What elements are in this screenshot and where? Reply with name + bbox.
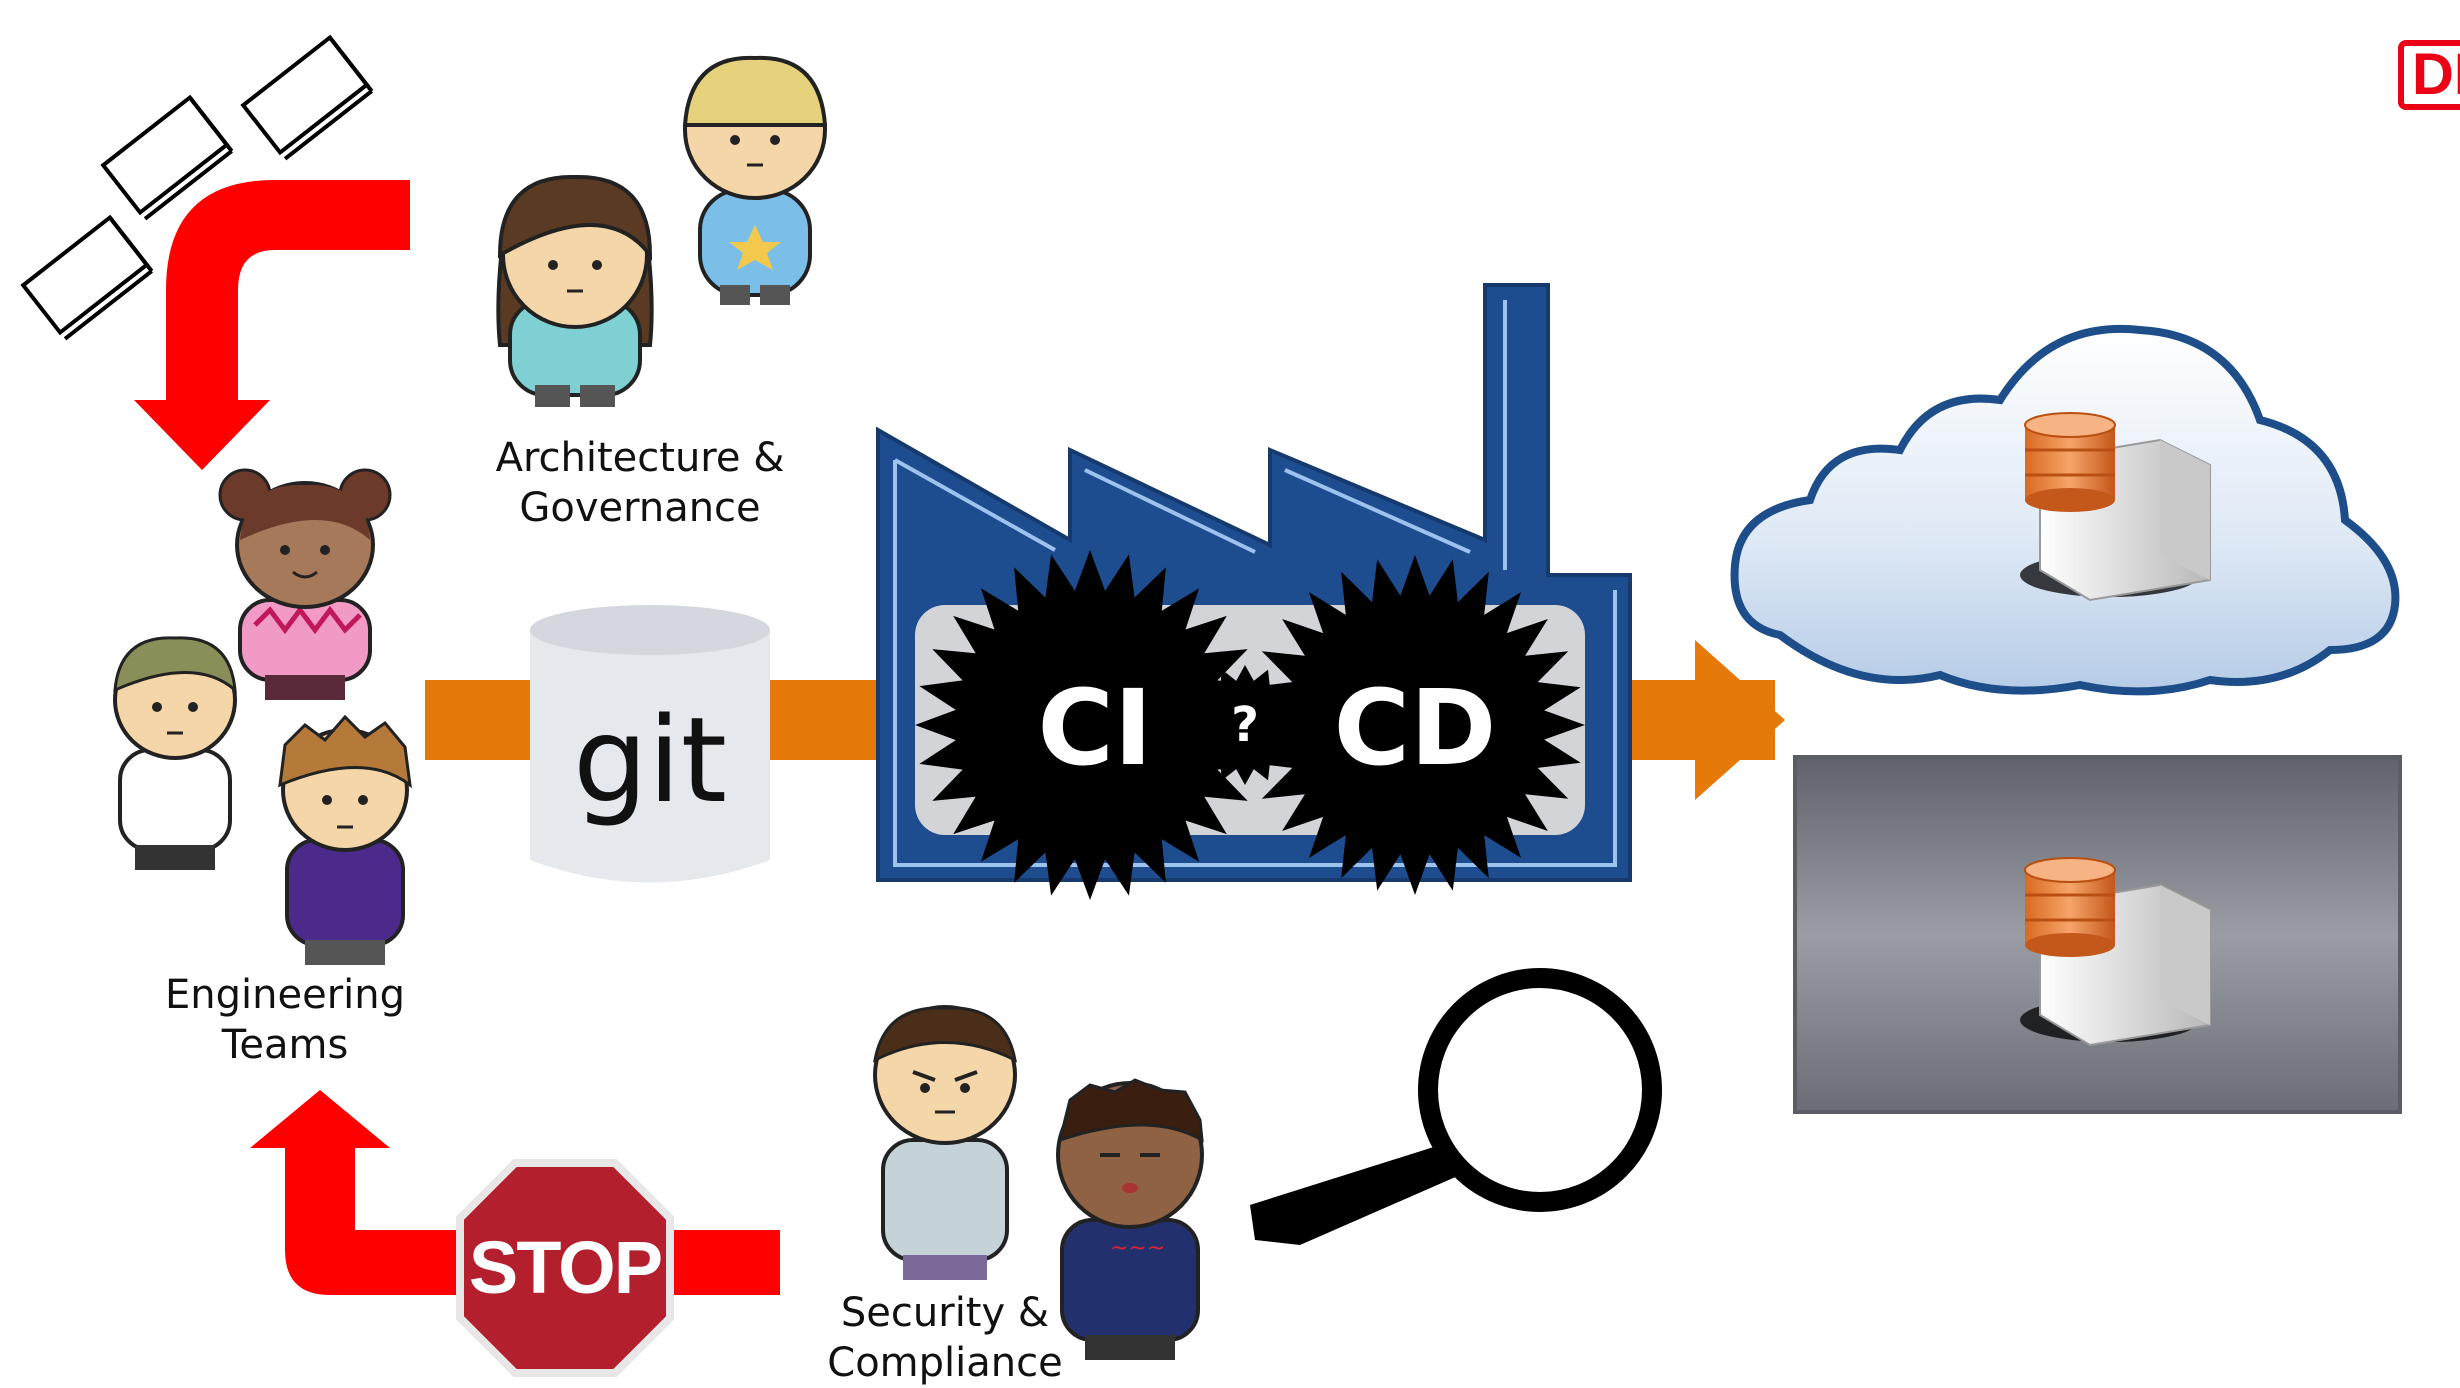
documents-icon <box>20 34 374 341</box>
db-logo-text: DB <box>2398 40 2460 110</box>
stop-sign-icon <box>456 1159 674 1377</box>
db-logo: DB <box>2398 40 2460 116</box>
engineering-label-line1: Engineering <box>165 972 405 1018</box>
security-label-line2: Compliance <box>827 1340 1063 1386</box>
engineering-label-line2: Teams <box>221 1022 349 1068</box>
person-icon: ~~~ <box>1056 1078 1204 1360</box>
person-icon <box>113 636 237 870</box>
stop-sign-text: STOP <box>468 1226 663 1309</box>
gear-icon <box>915 550 1585 900</box>
cd-label: CD <box>1333 667 1497 789</box>
engineering-teams-label: Engineering Teams <box>145 970 425 1070</box>
magnifier-icon <box>1250 968 1662 1245</box>
security-compliance-label: Security & Compliance <box>800 1288 1090 1388</box>
person-icon <box>682 55 828 305</box>
person-icon <box>278 714 412 965</box>
svg-text:~~~: ~~~ <box>1110 1236 1165 1261</box>
security-label-line1: Security & <box>840 1290 1050 1336</box>
architecture-label-line1: Architecture & <box>495 435 785 481</box>
person-icon <box>872 1005 1018 1280</box>
git-database-icon <box>530 605 770 883</box>
server-icon <box>2020 412 2211 602</box>
git-label: git <box>573 691 727 829</box>
architecture-label-line2: Governance <box>519 485 761 531</box>
unknown-step-label: ? <box>1231 697 1259 753</box>
person-icon <box>218 468 392 700</box>
ci-label: CI <box>1037 667 1153 789</box>
server-icon <box>2020 857 2211 1047</box>
person-icon <box>496 174 654 407</box>
feedback-arrow-top <box>134 180 410 470</box>
architecture-governance-label: Architecture & Governance <box>480 433 800 533</box>
